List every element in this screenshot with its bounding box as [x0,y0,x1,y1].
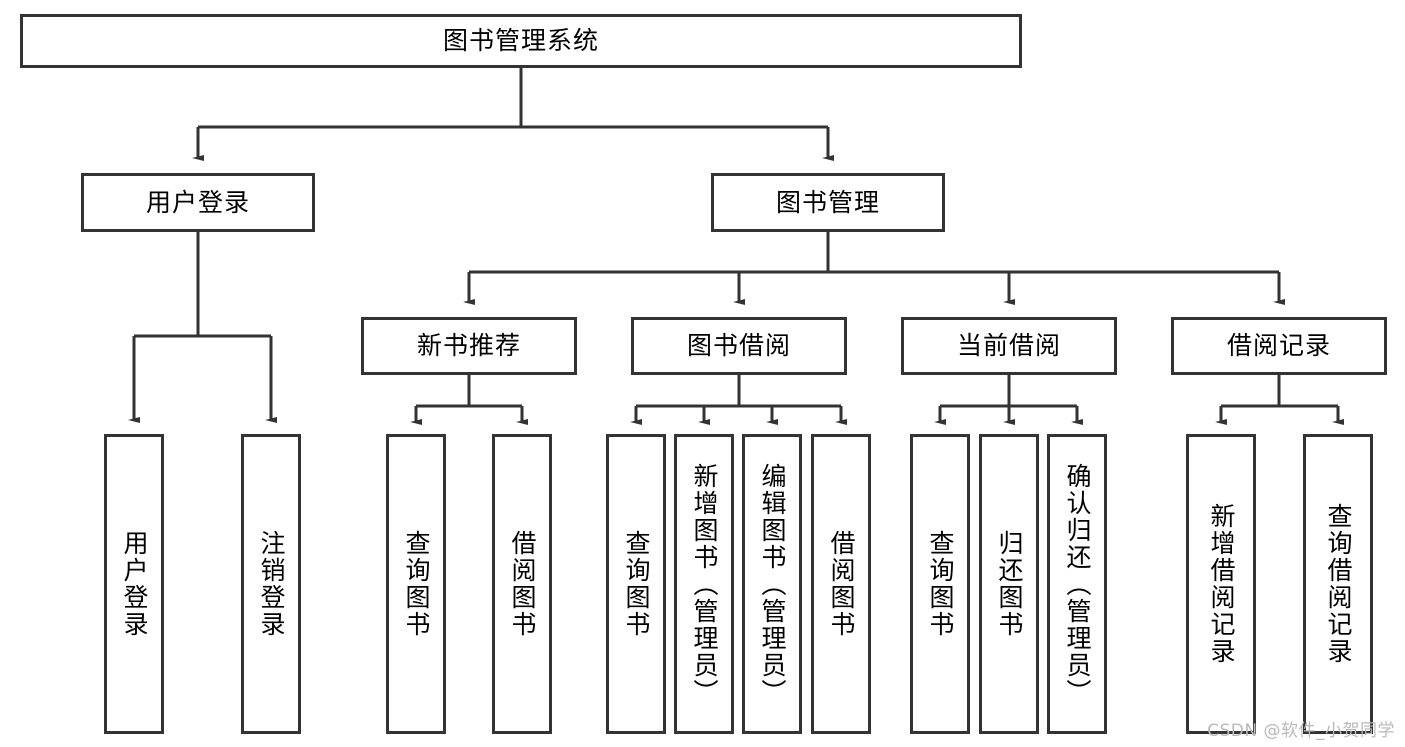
node-borrow-record[interactable]: 借阅记录 [1171,317,1387,375]
node-leaf-borrow-book-1[interactable]: 借阅图书 [492,434,552,734]
csdn-watermark: CSDN @软件_小贺同学 [1207,721,1395,741]
node-book-management-system[interactable]: 图书管理系统 [20,14,1022,68]
node-user-login[interactable]: 用户登录 [81,173,315,232]
node-label: 用户登录 [145,187,250,217]
node-label: 借阅记录 [1226,331,1331,361]
node-label: 当前借阅 [956,331,1061,361]
node-label: 图书管理 [775,187,880,217]
node-current-borrow[interactable]: 当前借阅 [901,317,1117,375]
node-label: 新增借阅记录 [1207,503,1236,665]
node-leaf-borrow-book-2[interactable]: 借阅图书 [811,434,871,734]
node-leaf-return-book[interactable]: 归还图书 [979,434,1039,734]
node-book-borrow[interactable]: 图书借阅 [631,317,847,375]
node-label: 查询图书 [926,530,955,638]
node-label: 借阅图书 [827,530,856,638]
node-leaf-add-book[interactable]: 新增图书（管理员） [674,434,734,734]
node-leaf-query-record[interactable]: 查询借阅记录 [1303,434,1373,734]
node-label: 查询图书 [402,530,431,638]
node-leaf-user-login[interactable]: 用户登录 [104,434,164,734]
node-label: 查询图书 [622,530,651,638]
node-label: 查询借阅记录 [1324,503,1353,665]
node-leaf-query-book-1[interactable]: 查询图书 [386,434,446,734]
node-book-management[interactable]: 图书管理 [711,173,945,232]
node-leaf-add-record[interactable]: 新增借阅记录 [1186,434,1256,734]
node-leaf-query-book-3[interactable]: 查询图书 [910,434,970,734]
node-label: 用户登录 [120,530,149,638]
node-label: 借阅图书 [508,530,537,638]
node-label: 图书管理系统 [442,26,599,56]
node-label: 编辑图书（管理员） [758,462,787,706]
node-label: 归还图书 [995,530,1024,638]
node-label: 新增图书（管理员） [690,462,719,706]
node-label: 注销登录 [257,530,286,638]
node-leaf-confirm-return[interactable]: 确认归还（管理员） [1047,434,1107,734]
node-leaf-logout-login[interactable]: 注销登录 [241,434,301,734]
node-leaf-query-book-2[interactable]: 查询图书 [606,434,666,734]
node-label: 图书借阅 [686,331,791,361]
node-new-book-recommend[interactable]: 新书推荐 [361,317,577,375]
node-label: 新书推荐 [416,331,521,361]
node-leaf-edit-book[interactable]: 编辑图书（管理员） [742,434,802,734]
node-label: 确认归还（管理员） [1063,462,1092,706]
